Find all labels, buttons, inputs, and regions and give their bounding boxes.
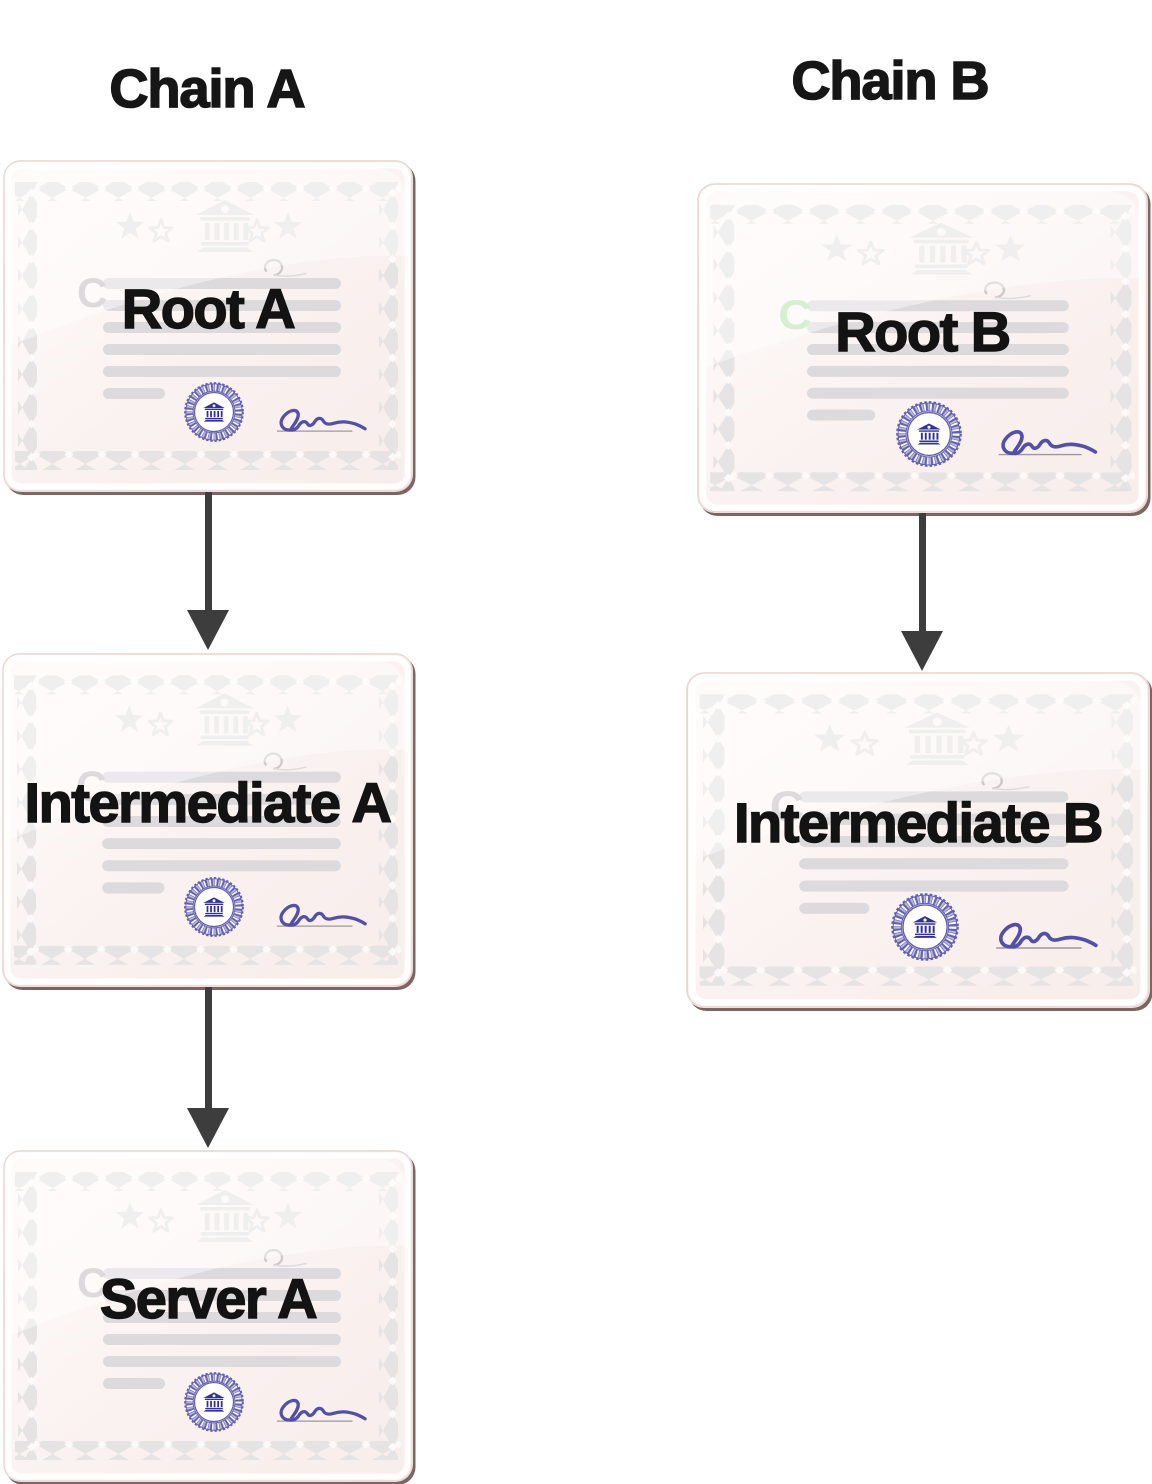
certificate-title: Root A — [121, 277, 296, 341]
certificate-artwork: C — [697, 183, 1148, 513]
watermark-letter: C — [77, 269, 107, 316]
certificate-artwork: C — [3, 1150, 413, 1482]
certificate-title: Intermediate B — [733, 791, 1104, 855]
arrow-head-icon — [187, 1108, 229, 1148]
signature — [995, 417, 1099, 460]
certificate-title: Server A — [99, 1267, 318, 1331]
seal-icon — [182, 875, 246, 939]
arrow-intermediate-a-to-server-a — [186, 987, 230, 1148]
signature — [274, 1388, 368, 1427]
certificate-artwork: C — [686, 672, 1150, 1008]
signature — [274, 398, 368, 437]
arrow-shaft — [918, 513, 926, 631]
signature — [992, 910, 1099, 954]
certificate-root-a: C Root A — [3, 160, 413, 492]
certificate-artwork: C — [3, 160, 413, 492]
seal-icon — [894, 399, 964, 469]
signature — [273, 892, 368, 931]
seal-icon — [182, 1371, 246, 1435]
chain-b-heading: Chain B — [791, 50, 991, 112]
seal-icon — [889, 891, 961, 963]
certificate-title: Root B — [835, 299, 1012, 363]
certificate-intermediate-a: C Intermediate A — [2, 653, 413, 987]
certificate-title: Intermediate A — [24, 771, 393, 835]
certificate-artwork: C — [2, 653, 413, 987]
certificate-root-b: C Root B — [697, 183, 1148, 513]
arrow-root-b-to-intermediate-b — [900, 513, 944, 671]
watermark-letter: C — [77, 1259, 107, 1306]
certificate-server-a: C Server A — [3, 1150, 413, 1482]
arrow-head-icon — [901, 631, 943, 671]
watermark-letter: C — [76, 763, 106, 810]
arrow-head-icon — [187, 610, 229, 650]
arrow-shaft — [204, 492, 212, 610]
watermark-letter: C — [770, 782, 804, 830]
certificate-intermediate-b: C Intermediate B — [686, 672, 1150, 1008]
chain-a-heading: Chain A — [109, 58, 307, 120]
arrow-shaft — [204, 987, 212, 1108]
arrow-root-a-to-intermediate-a — [186, 492, 230, 650]
watermark-letter: C — [778, 292, 811, 338]
seal-icon — [182, 381, 246, 445]
